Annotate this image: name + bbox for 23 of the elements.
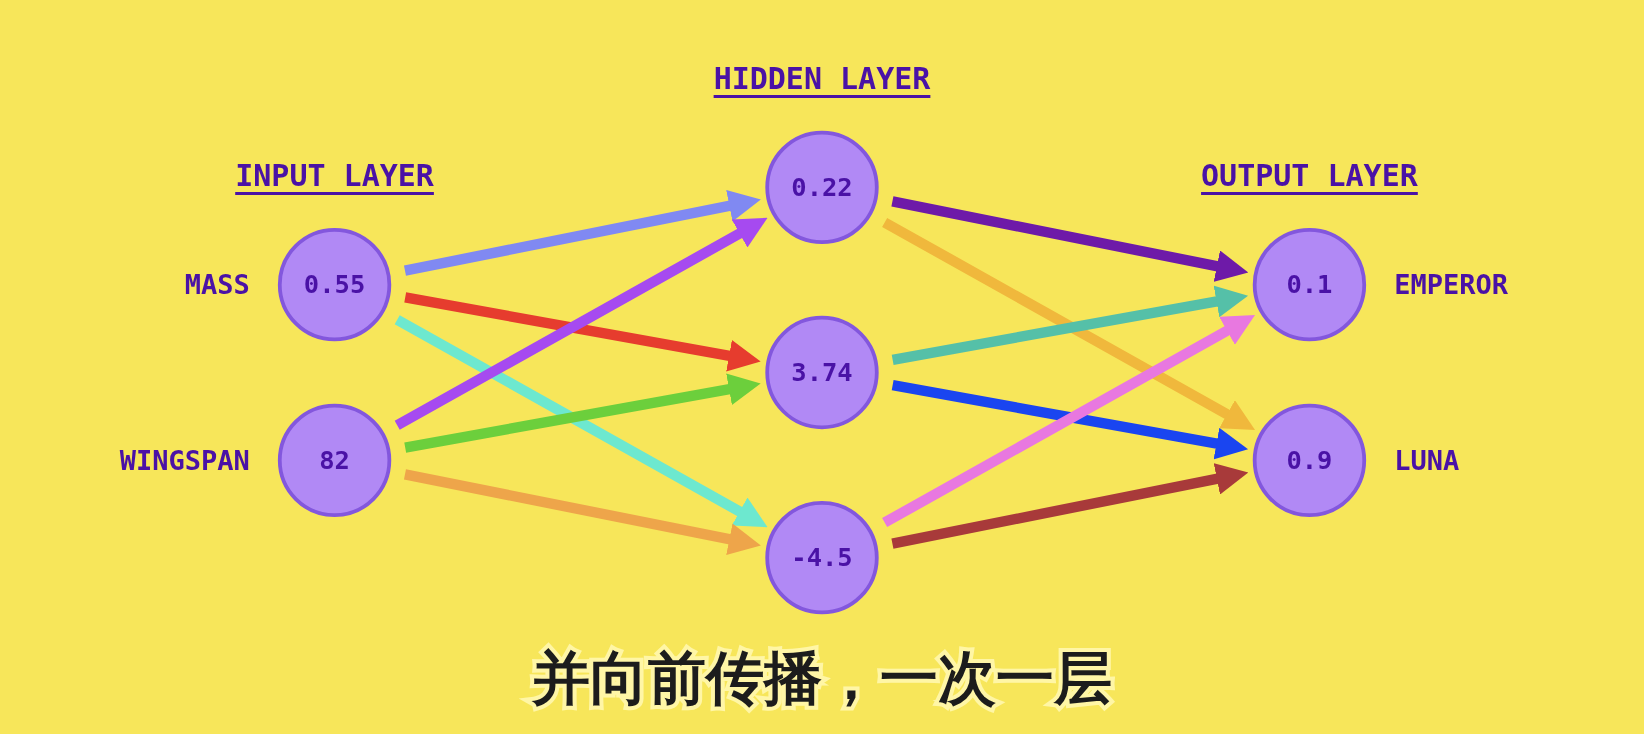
neuron-circle: 3.74 <box>765 315 879 430</box>
arrow <box>404 373 762 453</box>
arrow <box>891 285 1249 365</box>
neuron-circle: 0.9 <box>1252 403 1367 518</box>
subtitle-text: 并向前传播，一次一层 <box>532 643 1112 714</box>
arrow <box>891 463 1250 549</box>
arrow <box>403 190 762 276</box>
arrow <box>404 292 762 372</box>
layer-heading: INPUT LAYER <box>235 157 434 193</box>
arrow <box>891 196 1250 282</box>
arrow <box>891 380 1249 460</box>
layer-heading: HIDDEN LAYER <box>713 60 931 96</box>
side-label: WINGSPAN <box>119 444 250 476</box>
neuron-circle: 82 <box>277 403 392 518</box>
side-label: EMPEROR <box>1394 269 1508 301</box>
neuron-circle: 0.1 <box>1252 227 1367 342</box>
neuron-circle: 0.22 <box>765 130 879 245</box>
neuron-circle: 0.55 <box>277 227 392 342</box>
side-label: LUNA <box>1394 444 1460 476</box>
neuron-circle: -4.5 <box>765 500 879 615</box>
layer-heading: OUTPUT LAYER <box>1201 157 1418 193</box>
side-label: MASS <box>184 269 250 301</box>
arrow <box>403 469 762 555</box>
